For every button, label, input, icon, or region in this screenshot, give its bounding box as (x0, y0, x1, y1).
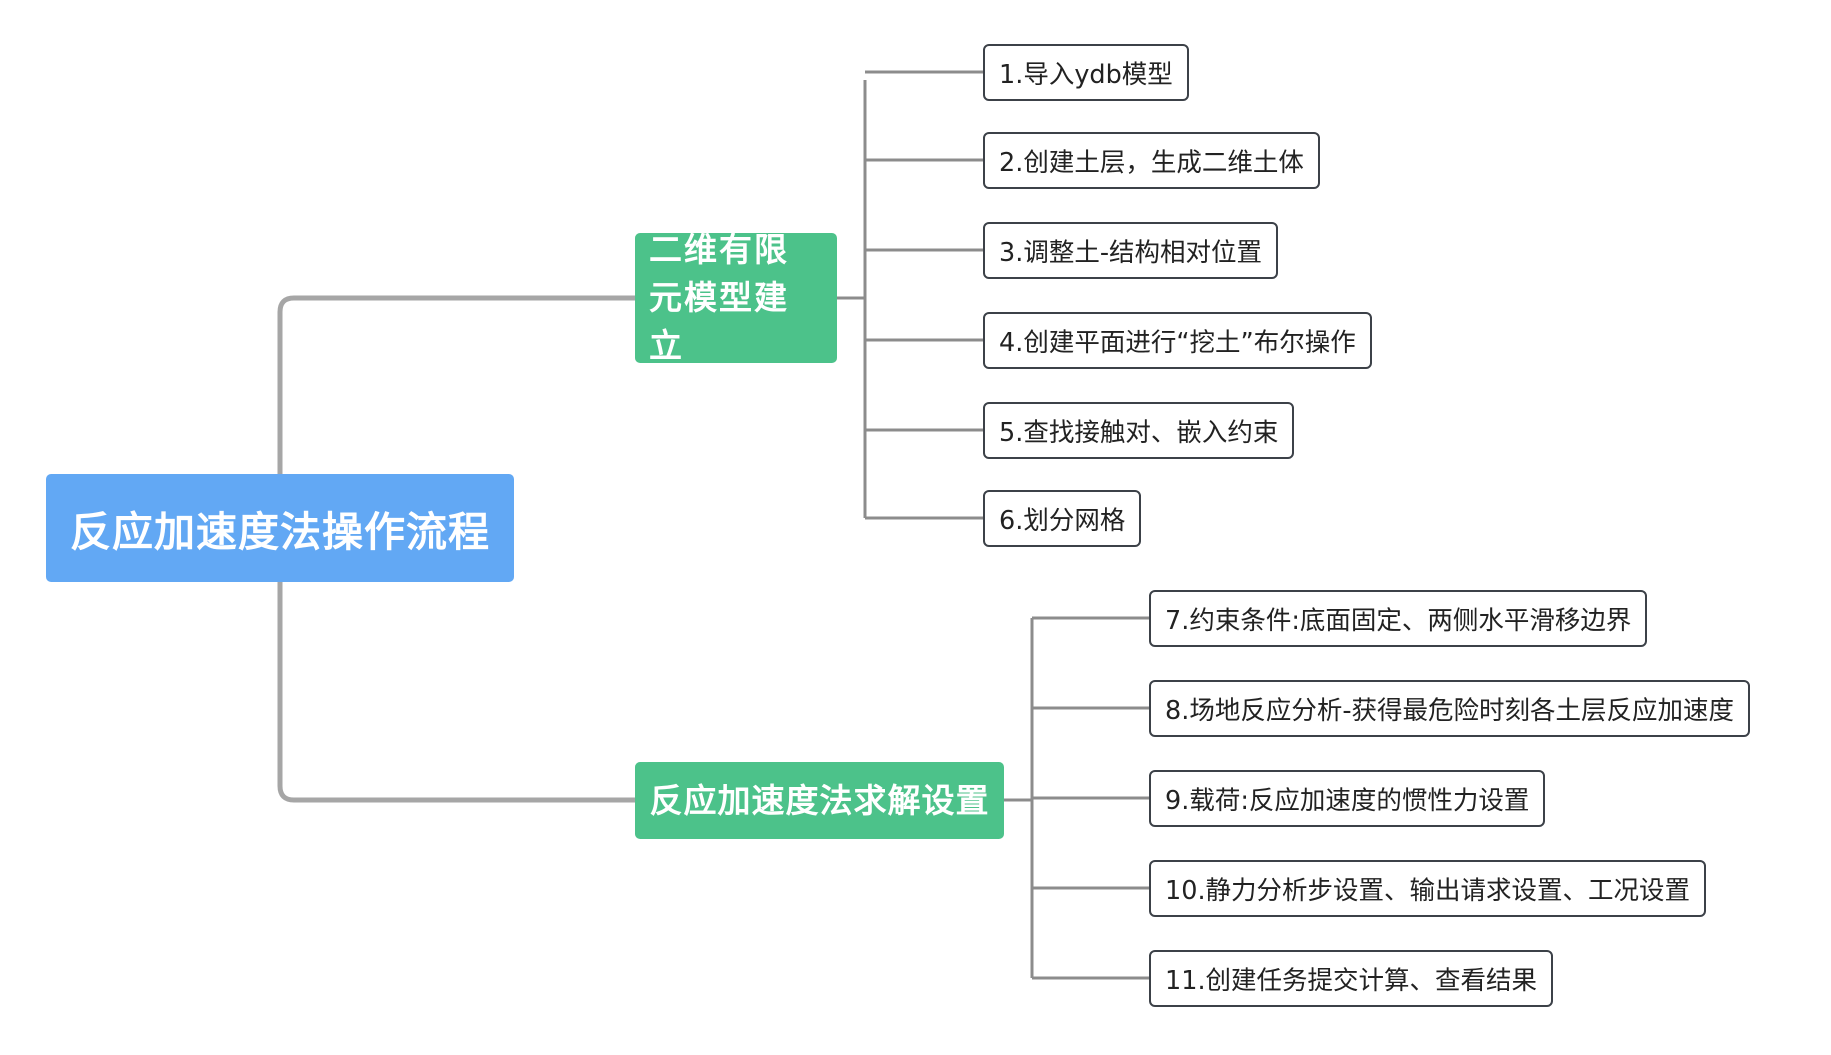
step-5-node[interactable]: 5.查找接触对、嵌入约束 (983, 402, 1295, 459)
step-2-node[interactable]: 2.创建土层，生成二维土体 (983, 132, 1320, 189)
step-3-node[interactable]: 3.调整土-结构相对位置 (983, 222, 1279, 279)
branch-topic-model-building[interactable]: 二维有限元模型建立 (635, 230, 837, 365)
step-6-node[interactable]: 6.划分网格 (983, 490, 1142, 547)
step-4-node[interactable]: 4.创建平面进行“挖土”布尔操作 (983, 312, 1372, 369)
branch-topic-solve-settings[interactable]: 反应加速度法求解设置 (635, 762, 1004, 839)
root-to-branch-2-connector (277, 582, 635, 803)
step-7-node[interactable]: 7.约束条件:底面固定、两侧水平滑移边界 (1149, 590, 1648, 647)
step-10-node[interactable]: 10.静力分析步设置、输出请求设置、工况设置 (1149, 860, 1707, 917)
step-9-node[interactable]: 9.载荷:反应加速度的惯性力设置 (1149, 770, 1546, 827)
step-8-node[interactable]: 8.场地反应分析-获得最危险时刻各土层反应加速度 (1149, 680, 1751, 737)
root-to-branch-1-connector (277, 295, 635, 474)
step-1-node[interactable]: 1.导入ydb模型 (983, 44, 1189, 101)
step-11-node[interactable]: 11.创建任务提交计算、查看结果 (1149, 950, 1554, 1007)
root-topic[interactable]: 反应加速度法操作流程 (46, 474, 514, 582)
